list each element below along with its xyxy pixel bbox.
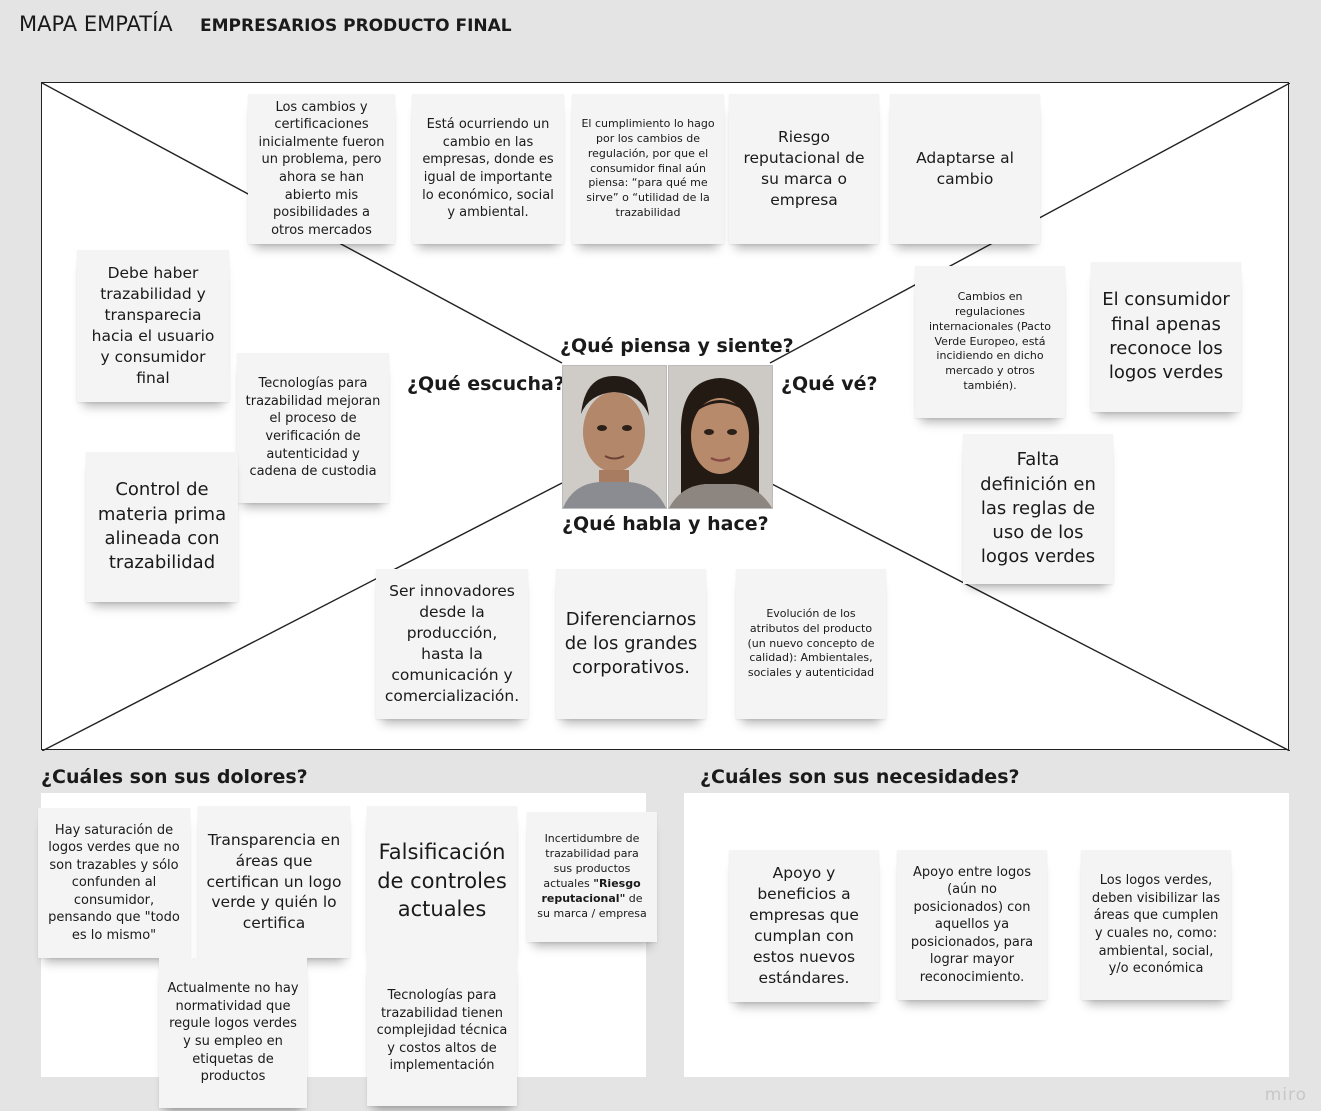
persona-photo-female[interactable] [668,365,773,509]
sticky-note[interactable]: Tecnologías para trazabilidad tienen com… [367,956,517,1106]
sticky-note[interactable]: Incertidumbre de trazabilidad para sus p… [527,812,657,942]
sticky-note[interactable]: Debe haber trazabilidad y transparecia h… [77,250,229,402]
label-what-hears: ¿Qué escucha? [407,373,565,395]
sticky-note[interactable]: Adaptarse al cambio [890,94,1040,244]
sticky-note[interactable]: Riesgo reputacional de su marca o empres… [729,94,879,244]
label-what-thinks: ¿Qué piensa y siente? [560,335,794,357]
sticky-note[interactable]: Falta definición en las reglas de uso de… [963,434,1113,584]
pains-title: ¿Cuáles son sus dolores? [41,766,308,788]
label-what-says: ¿Qué habla y hace? [562,513,769,535]
sticky-note[interactable]: Hay saturación de logos verdes que no so… [38,808,190,958]
sticky-note[interactable]: El cumplimiento lo hago por los cambios … [572,94,724,244]
sticky-note[interactable]: Control de materia prima alineada con tr… [86,452,238,602]
sticky-note[interactable]: Evolución de los atributos del producto … [736,569,886,719]
sticky-note[interactable]: Transparencia en áreas que certifican un… [198,806,350,958]
needs-title: ¿Cuáles son sus necesidades? [700,766,1020,788]
sticky-note[interactable]: Cambios en regulaciones internacionales … [915,266,1065,418]
sticky-note[interactable]: Diferenciarnos de los grandes corporativ… [556,569,706,719]
sticky-note[interactable]: Está ocurriendo un cambio en las empresa… [412,94,564,244]
board-subtitle: EMPRESARIOS PRODUCTO FINAL [200,16,512,36]
label-what-sees: ¿Qué vé? [781,373,878,395]
sticky-note[interactable]: Tecnologías para trazabilidad mejoran el… [237,353,389,503]
sticky-note[interactable]: El consumidor final apenas reconoce los … [1091,262,1241,412]
board-title: MAPA EMPATÍA [19,12,173,36]
sticky-note[interactable]: Apoyo entre logos (aún no posicionados) … [897,850,1047,1000]
sticky-note[interactable]: Los logos verdes, deben visibilizar las … [1081,850,1231,1000]
persona-photo-male[interactable] [562,365,667,509]
miro-logo: miro [1264,1085,1307,1105]
sticky-note[interactable]: Actualmente no hay normatividad que regu… [159,958,307,1108]
sticky-note[interactable]: Apoyo y beneficios a empresas que cumpla… [729,850,879,1002]
sticky-note[interactable]: Ser innovadores desde la producción, has… [376,569,528,719]
sticky-note[interactable]: Falsificación de controles actuales [367,806,517,956]
sticky-note[interactable]: Los cambios y certificaciones inicialmen… [248,94,395,244]
